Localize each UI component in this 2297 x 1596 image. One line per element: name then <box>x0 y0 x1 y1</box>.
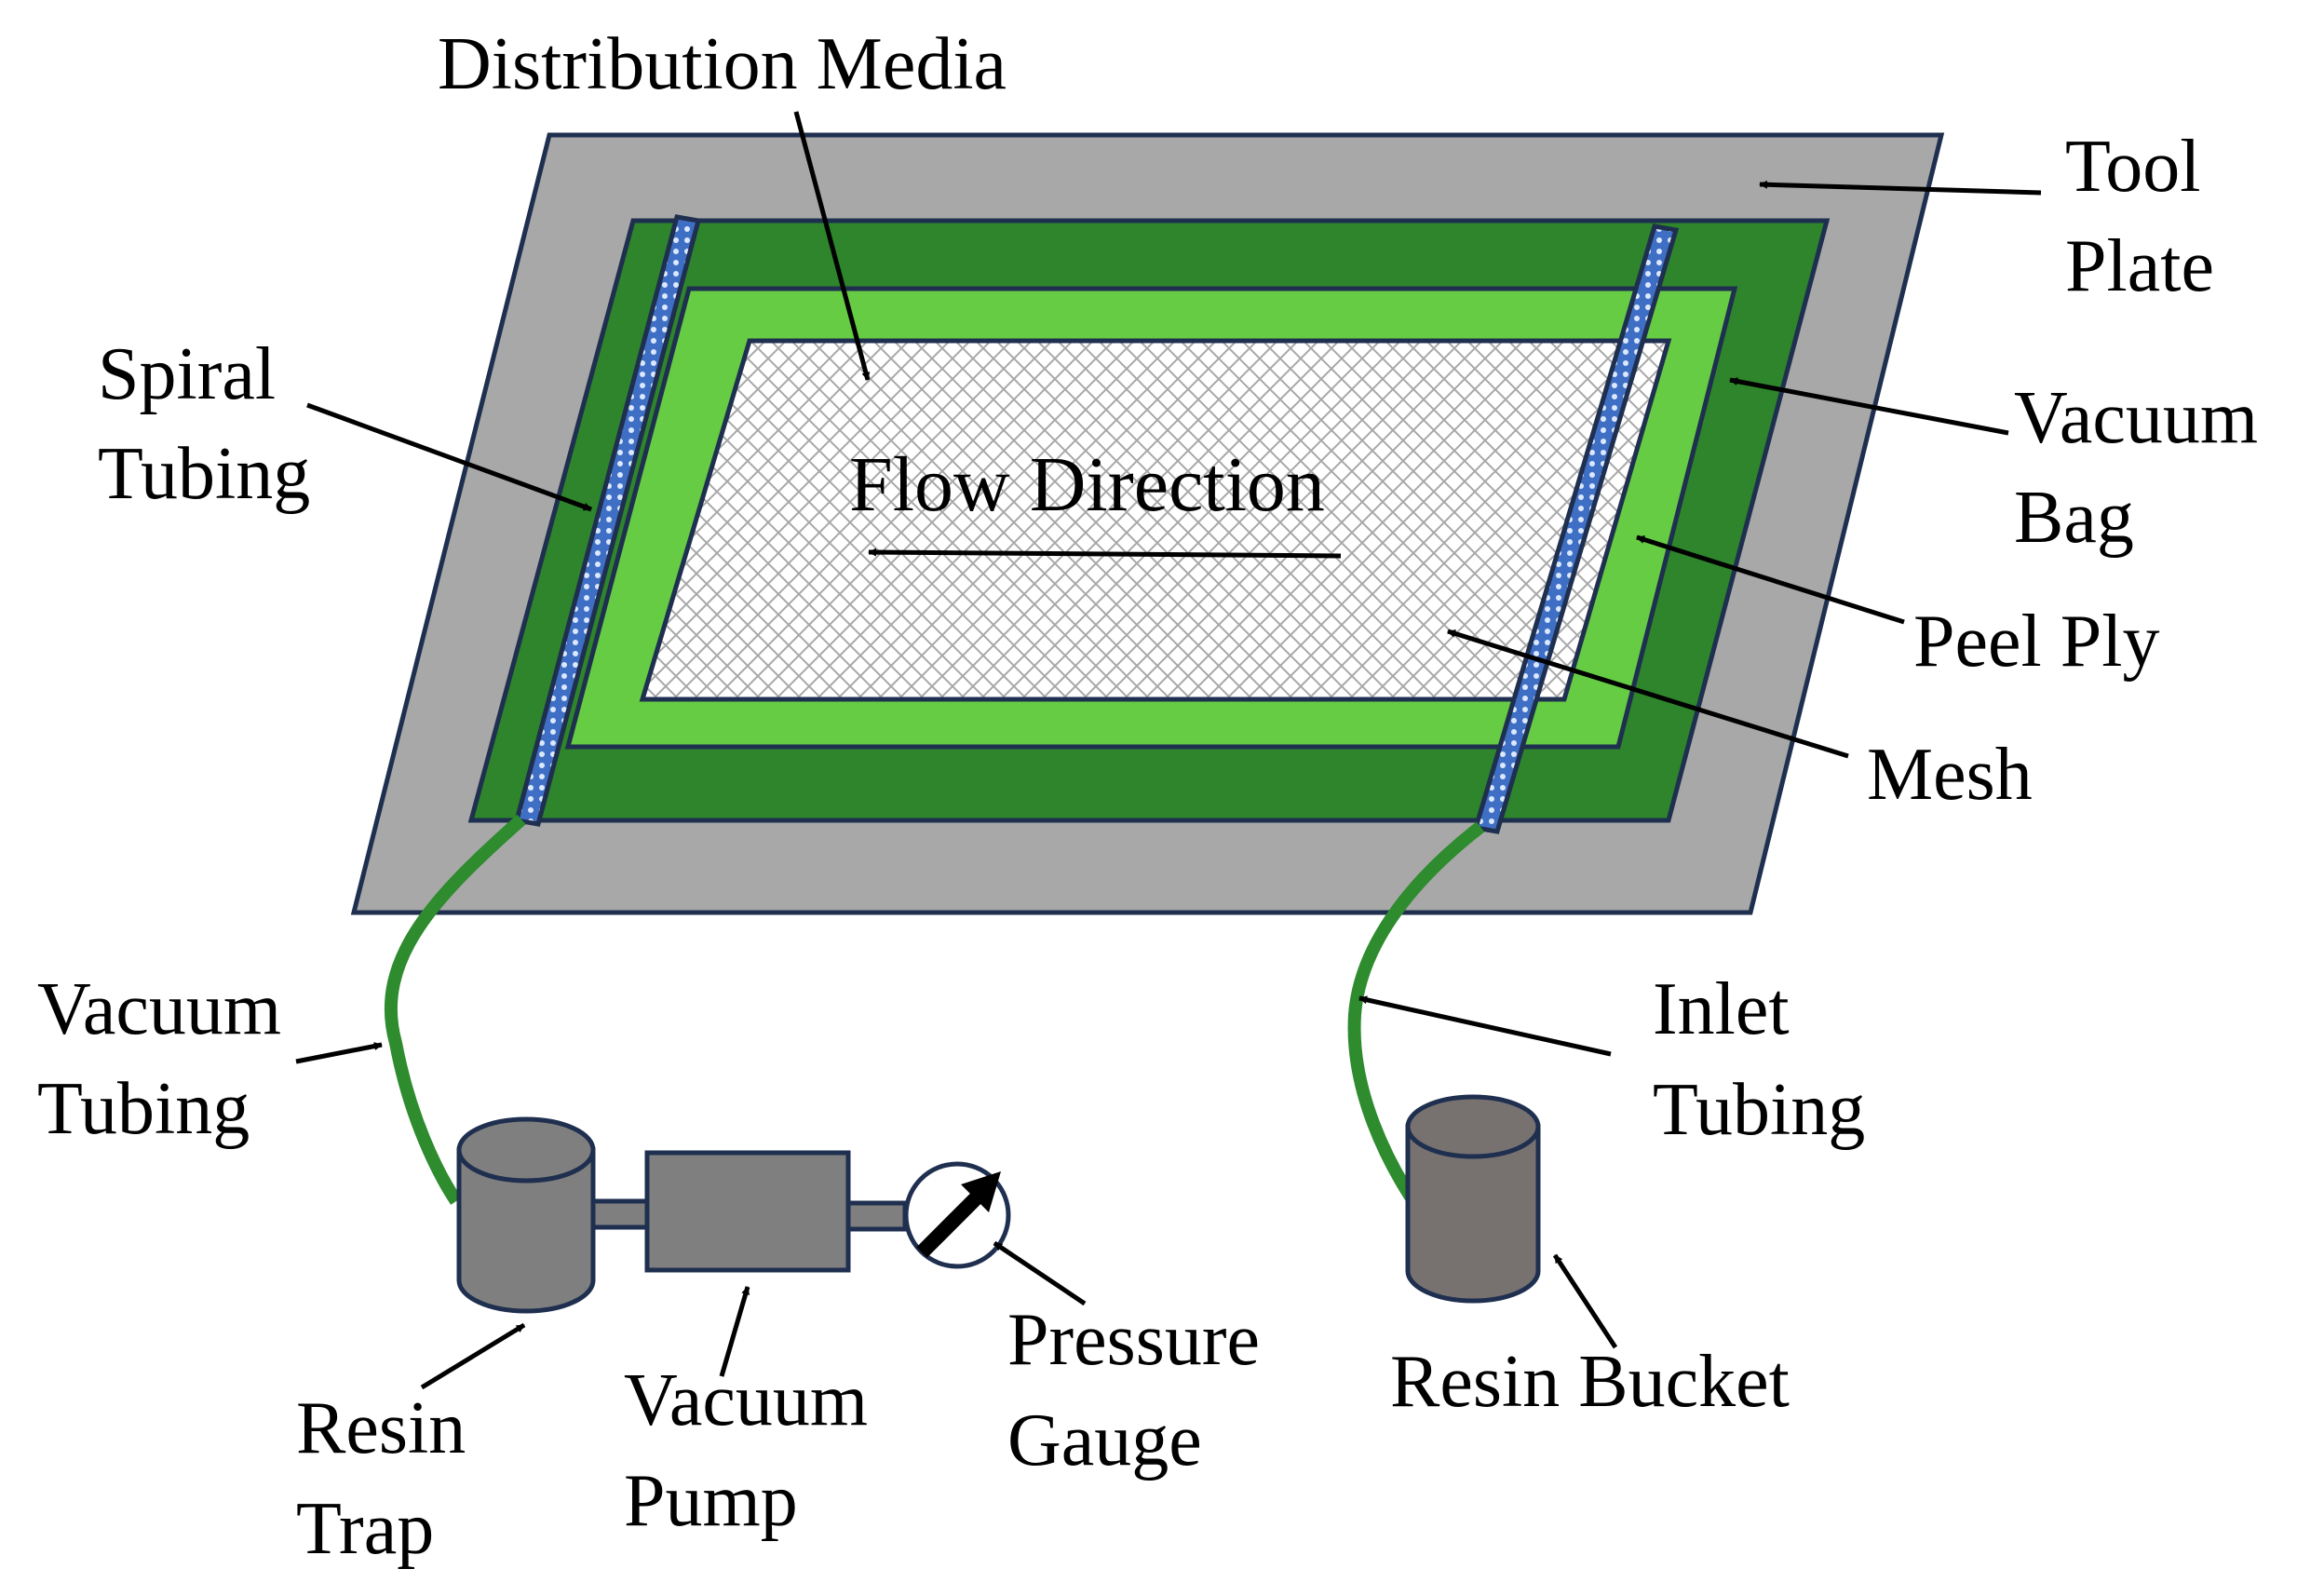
vacuum-tubing-arrow <box>295 1042 383 1064</box>
gauge-icon <box>903 1161 1011 1269</box>
tool-plate-label: Tool Plate <box>2065 126 2220 307</box>
resin-trap-label: Resin Trap <box>296 1387 484 1570</box>
vacuum-tubing-label: Vacuum Tubing <box>37 968 300 1150</box>
peel-ply-arrow <box>1636 534 1905 625</box>
vacuum-tubing <box>385 814 526 1205</box>
resin-bucket <box>1405 1094 1541 1304</box>
spiral-tubing-right <box>1472 223 1680 834</box>
spiral-tubing-label: Spiral Tubing <box>98 333 310 515</box>
vacuum-pump-label: Vacuum Pump <box>624 1359 886 1542</box>
vacuum-bag-label: Vacuum Bag <box>2014 377 2277 559</box>
tool-plate-arrow <box>1759 180 2042 196</box>
flow-direction-arrow <box>868 548 1342 559</box>
mesh <box>639 338 1672 702</box>
mesh-label: Mesh <box>1867 734 2033 816</box>
spiral-tubing-left <box>513 214 702 827</box>
mesh-arrow <box>1447 629 1849 759</box>
resin-trap-arrow <box>420 1322 526 1390</box>
pressure-gauge-arrow <box>993 1240 1087 1306</box>
distribution-media-label: Distribution Media <box>438 23 1007 105</box>
vacuum-bag-arrow <box>1729 377 2009 436</box>
vacuum-pump-arrow <box>719 1286 750 1377</box>
trap-pump-connector <box>584 1198 655 1230</box>
inlet-tubing <box>1347 821 1485 1215</box>
resin-bucket-arrow <box>1552 1253 1618 1349</box>
resin-trap <box>456 1116 596 1314</box>
pump-gauge-connector <box>844 1200 908 1232</box>
vacuum-pump <box>644 1150 851 1273</box>
inlet-tubing-arrow <box>1358 995 1612 1057</box>
resin-bucket-label: Resin Bucket <box>1390 1341 1790 1423</box>
distribution-media-arrow <box>793 111 871 381</box>
pressure-gauge-label: Pressure Gauge <box>1007 1299 1278 1481</box>
spiral-tubing-arrow <box>306 402 592 512</box>
peel-ply-label: Peel Ply <box>1913 601 2159 683</box>
inlet-tubing-label: Inlet Tubing <box>1653 968 1865 1151</box>
flow-direction-label: Flow Direction <box>849 441 1325 528</box>
